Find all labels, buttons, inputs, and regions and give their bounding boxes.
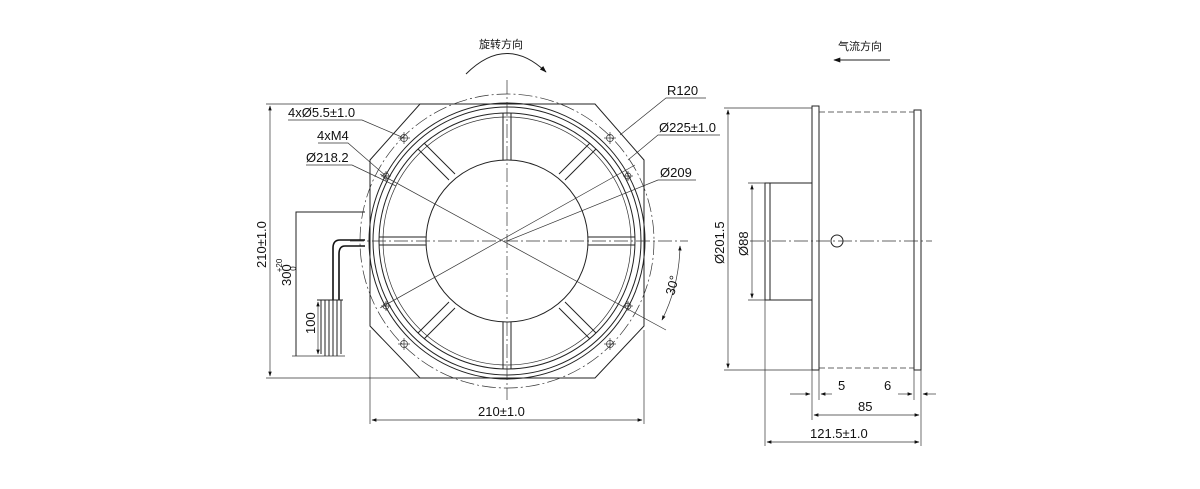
motor-hub [764,182,813,301]
side-view [724,57,936,446]
angle-arc [661,245,682,321]
lead-length-label: 100 [303,312,318,334]
radius-label: R120 [667,83,698,98]
cable-tol-upper: +20 [275,258,284,272]
width-label: 210±1.0 [478,404,525,419]
leader-r120 [619,97,706,136]
mount-holes-label: 4xØ5.5±1.0 [288,105,355,120]
rotation-arrow [465,53,547,75]
cable-tol-lower: 0 [289,266,298,271]
housing-outline [369,103,645,379]
side-dia-label: Ø201.5 [712,221,727,264]
leader-mount [288,119,405,139]
rear-plate [811,105,820,371]
body-depth-label: 85 [858,399,872,414]
leader-bolt [306,164,397,187]
airflow-label: 气流方向 [838,39,882,53]
height-label: 210±1.0 [254,221,269,268]
spokes [379,113,635,369]
leader-209 [506,179,696,242]
leader-m4 [318,142,387,177]
total-depth-label: 121.5±1.0 [810,426,868,441]
rim-thickness-label: 6 [884,378,891,393]
diagonal-1 [379,173,667,331]
flange-thickness-label: 5 [838,378,845,393]
cable-length-label: 300+20 0 [275,258,298,286]
rotation-label: 旋转方向 [479,37,523,51]
threaded-holes-label: 4xM4 [317,128,349,143]
side-screw [830,234,844,248]
front-rim [913,109,922,371]
leader-od [627,134,720,161]
ring-dia-label: Ø209 [660,165,692,180]
diagonal-2 [379,164,636,309]
cable [292,211,365,357]
angle-label: 30° [662,274,682,297]
bolt-circle-label: Ø218.2 [306,150,349,165]
hub-dia-label: Ø88 [736,231,751,256]
front-view [266,53,720,424]
cable-length-base: 300 [279,264,294,286]
od-label: Ø225±1.0 [659,120,716,135]
